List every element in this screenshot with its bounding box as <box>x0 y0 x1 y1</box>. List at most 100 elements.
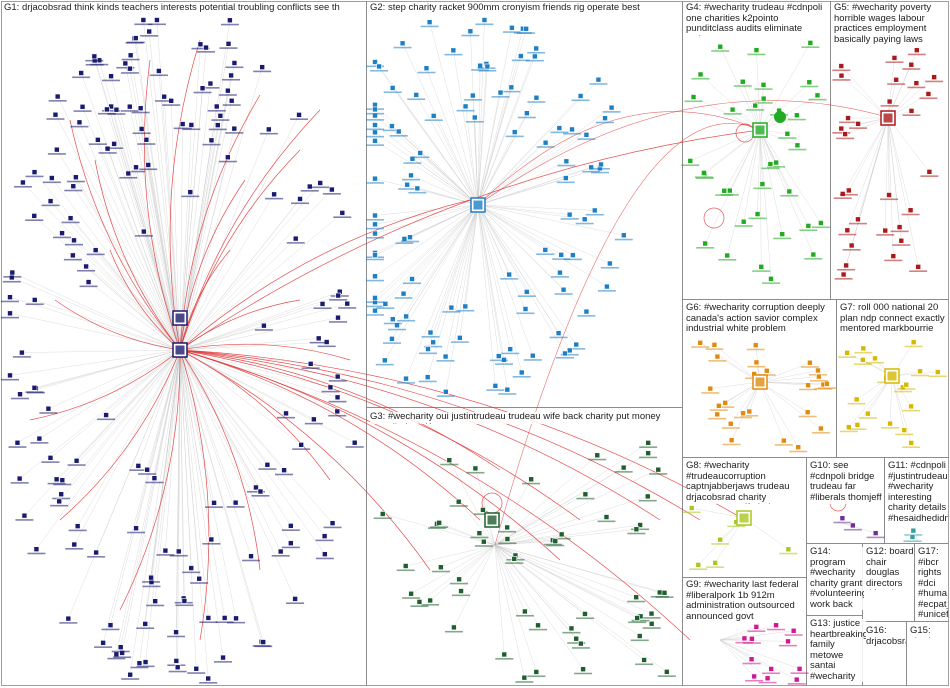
node <box>492 383 499 389</box>
node <box>417 150 424 156</box>
node <box>17 391 23 398</box>
group-label-g13: G13: justice heartbreaking family metowe… <box>810 619 866 682</box>
node <box>113 651 120 658</box>
node <box>151 475 158 481</box>
node <box>334 394 341 401</box>
node <box>73 174 79 181</box>
node <box>175 548 182 555</box>
edge <box>179 349 264 643</box>
node <box>636 633 643 639</box>
edge <box>374 204 479 225</box>
node-label <box>897 388 916 390</box>
edge <box>179 349 287 414</box>
node-label <box>733 85 752 87</box>
node <box>768 666 774 672</box>
node-label <box>182 571 201 574</box>
node <box>196 575 202 582</box>
edge <box>477 204 562 256</box>
node <box>277 548 284 555</box>
node <box>891 55 898 61</box>
edge <box>759 129 763 185</box>
edge <box>759 381 799 448</box>
node-label <box>1 300 19 303</box>
node <box>132 35 139 41</box>
node <box>591 207 598 214</box>
edge <box>477 164 602 206</box>
node-label <box>902 409 921 412</box>
node-label <box>41 204 60 207</box>
edge <box>11 277 181 351</box>
node <box>794 112 800 119</box>
edge <box>374 204 479 303</box>
node-label <box>67 464 86 466</box>
node-label <box>11 397 30 400</box>
node <box>403 375 409 382</box>
node-label <box>635 663 654 666</box>
node <box>372 230 378 237</box>
node-label <box>253 70 272 73</box>
node-label <box>408 191 427 194</box>
node-label <box>65 548 84 550</box>
node-label <box>575 617 594 620</box>
node <box>253 484 259 491</box>
node <box>85 279 92 285</box>
node <box>148 574 154 581</box>
node <box>76 119 83 126</box>
group-label-g17: G17: #ibcr rights #dci #huma... #ecpat_.… <box>918 547 948 620</box>
node-label <box>473 513 492 515</box>
node <box>161 93 167 100</box>
node <box>758 263 765 270</box>
node <box>334 373 341 380</box>
node <box>583 132 590 138</box>
node-label <box>322 193 341 195</box>
node <box>588 164 594 171</box>
node-label <box>880 198 899 201</box>
edge-highlight <box>179 149 301 351</box>
node <box>556 125 563 131</box>
edge <box>494 544 572 629</box>
node-label <box>655 596 674 598</box>
node <box>70 183 77 190</box>
node <box>598 161 604 168</box>
edge <box>129 68 181 351</box>
node-label <box>419 352 438 355</box>
edge <box>179 198 301 351</box>
node <box>425 346 431 352</box>
node-label <box>527 675 546 678</box>
node <box>855 121 861 127</box>
node-label <box>97 418 116 421</box>
edge <box>458 501 496 546</box>
node-label <box>745 679 764 682</box>
node-label <box>382 342 401 344</box>
node-label <box>167 635 186 638</box>
node <box>74 523 81 529</box>
edge <box>405 204 479 379</box>
node <box>727 420 734 427</box>
node-label <box>88 143 107 145</box>
node <box>83 263 89 270</box>
node-label <box>752 270 771 272</box>
node <box>805 223 812 229</box>
node-label <box>401 240 420 243</box>
node <box>740 410 746 417</box>
edge <box>494 544 539 626</box>
node-label <box>134 23 153 26</box>
edge <box>34 215 181 351</box>
node <box>931 74 937 80</box>
node-label <box>424 345 443 348</box>
node <box>595 76 602 83</box>
node-label <box>215 621 234 624</box>
edge <box>477 55 522 206</box>
node <box>436 520 442 526</box>
node <box>562 350 568 357</box>
edge <box>62 349 181 481</box>
edge <box>382 513 496 546</box>
node-label <box>552 258 571 260</box>
node <box>372 295 378 301</box>
node-label <box>701 392 720 394</box>
node-label <box>119 176 138 179</box>
node <box>506 271 512 278</box>
node-label <box>417 71 436 74</box>
node <box>456 576 462 583</box>
node-label <box>242 559 261 562</box>
